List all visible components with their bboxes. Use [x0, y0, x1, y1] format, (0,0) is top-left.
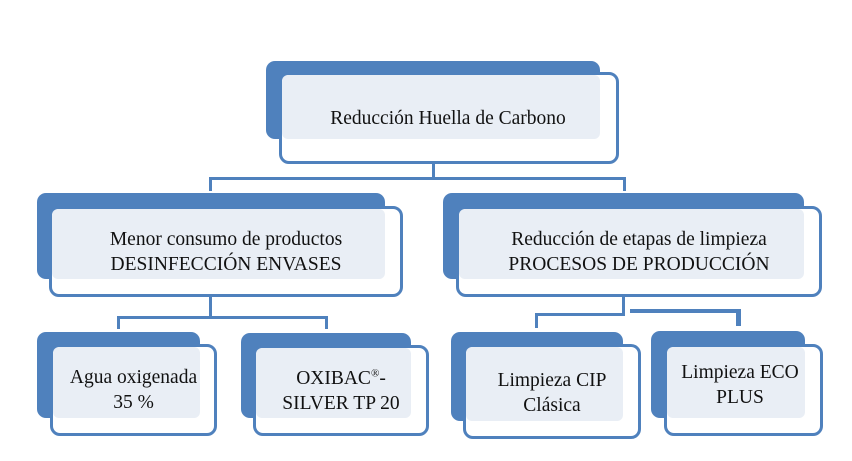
connector-root-left-drop — [209, 177, 212, 191]
leaf-cip-fill — [466, 347, 623, 421]
connector-root-vertical — [432, 150, 435, 180]
leaf-eco-line2: PLUS — [716, 387, 764, 408]
connector-root-right-drop — [623, 177, 626, 191]
leaf-agua-label: Agua oxigenada 35 % — [53, 347, 214, 433]
root-node-fill — [282, 75, 600, 139]
leaf-oxibac-label: OXIBAC®- SILVER TP 20 — [256, 348, 426, 433]
connector-left-horizontal — [117, 316, 328, 319]
root-node-label: Reducción Huella de Carbono — [282, 75, 614, 161]
connector-right-horizontal — [535, 313, 625, 316]
branch-cleaning-title: Reducción de etapas de limpieza — [511, 229, 767, 250]
leaf-cip-label: Limpieza CIP Clásica — [466, 350, 638, 436]
leaf-oxibac-fill — [256, 348, 411, 418]
leaf-agua-line2: 35 % — [113, 392, 154, 413]
leaf-oxibac-hyphen: - — [379, 367, 386, 389]
connector-left-drop-1 — [117, 316, 120, 329]
connector-right-drop-2 — [736, 309, 741, 326]
root-label: Reducción Huella de Carbono — [330, 107, 566, 129]
leaf-cip-line1: Limpieza CIP — [497, 370, 607, 391]
connector-right-drop-1 — [535, 313, 538, 328]
leaf-agua-line1: Agua oxigenada — [69, 367, 198, 388]
connector-left-vertical — [209, 294, 212, 318]
leaf-eco-line1: Limpieza ECO — [681, 362, 799, 383]
leaf-oxibac-line2: SILVER TP 20 — [282, 392, 400, 414]
branch-cleaning-label: Reducción de etapas de limpieza PROCESOS… — [459, 209, 819, 295]
connector-root-horizontal — [209, 177, 626, 180]
branch-cleaning-subtitle: PROCESOS DE PRODUCCIÓN — [508, 254, 770, 275]
branch-products-label: Menor consumo de productos DESINFECCIÓN … — [52, 209, 400, 295]
leaf-cip-line2: Clásica — [523, 395, 581, 416]
leaf-oxibac-brand: OXIBAC — [296, 367, 371, 389]
leaf-agua-fill — [53, 347, 200, 418]
branch-products-subtitle: DESINFECCIÓN ENVASES — [110, 254, 342, 275]
connector-right-vertical — [622, 294, 625, 316]
connector-right-bar-2 — [630, 309, 741, 313]
branch-cleaning-fill — [459, 209, 804, 279]
registered-mark: ® — [370, 367, 380, 379]
branch-products-title: Menor consumo de productos — [109, 229, 343, 250]
connector-left-drop-2 — [325, 316, 328, 329]
branch-products-fill — [52, 209, 385, 279]
leaf-eco-fill — [667, 347, 805, 418]
leaf-oxibac-line1: OXIBAC®- — [296, 366, 386, 391]
leaf-eco-label: Limpieza ECO PLUS — [660, 342, 820, 428]
